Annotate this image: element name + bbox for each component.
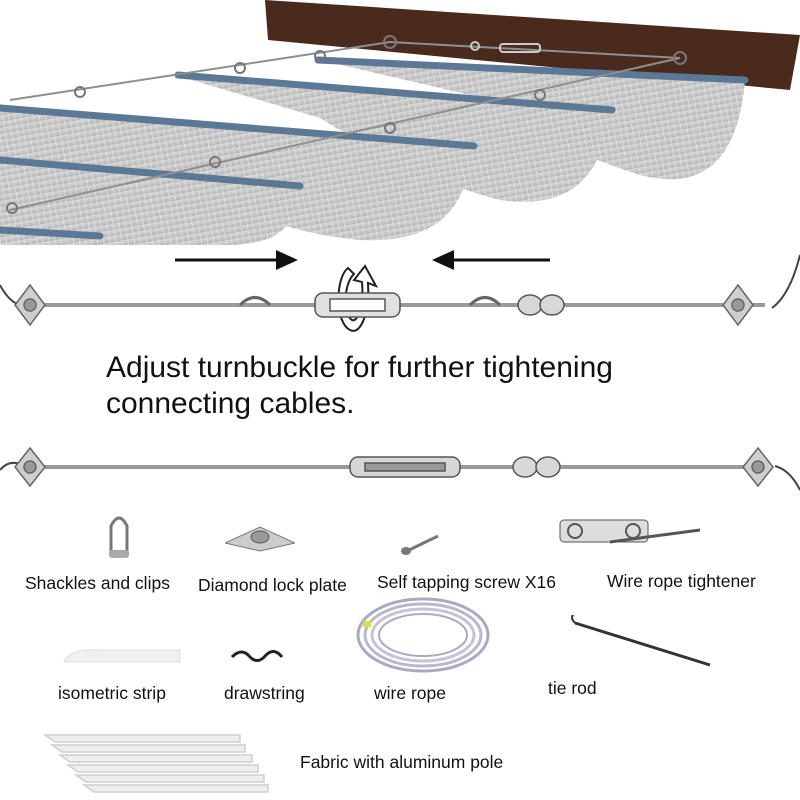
label-fabric: Fabric with aluminum pole	[300, 752, 504, 772]
tightener-icon	[559, 519, 701, 544]
cable-assembly-bottom	[0, 446, 800, 491]
instruction-line-1: Adjust turnbuckle for further tightening	[106, 351, 613, 384]
support-cables	[9, 41, 681, 211]
wire-clips-bottom	[512, 456, 561, 478]
turnbuckle	[314, 292, 401, 318]
aluminum-rails	[0, 56, 749, 240]
tighten-arrows	[175, 250, 550, 332]
canopy-illustration	[0, 0, 800, 245]
label-screw: Self tapping screw X16	[377, 572, 556, 592]
label-strip: isometric strip	[58, 683, 166, 703]
fabric-stack-icon	[42, 734, 269, 793]
beam-turnbuckle	[470, 41, 541, 53]
label-tightener: Wire rope tightener	[607, 571, 756, 591]
lock-plate-icon	[225, 526, 295, 552]
lock-plate-left	[14, 283, 46, 327]
hooks	[238, 296, 502, 307]
wire-rope-icon	[356, 597, 490, 673]
shackle-icon	[109, 516, 129, 558]
wire-clips	[517, 294, 565, 316]
screw-icon	[401, 534, 439, 555]
lock-plates	[14, 446, 774, 488]
drawstring-icon	[230, 650, 284, 662]
tie-rod-icon	[571, 615, 711, 667]
label-plate: Diamond lock plate	[198, 575, 347, 595]
label-drawstring: drawstring	[224, 683, 305, 703]
lock-plate-right	[722, 283, 754, 327]
label-tie-rod: tie rod	[548, 678, 597, 698]
cable-assembly-top	[0, 254, 800, 327]
strip-icon	[63, 649, 181, 663]
cable-clips	[6, 35, 687, 214]
instruction-line-2: connecting cables.	[106, 387, 355, 420]
turnbuckle-tightened	[349, 456, 461, 478]
label-wire-rope: wire rope	[374, 683, 446, 703]
label-shackles: Shackles and clips	[25, 573, 170, 593]
instruction-text: Adjust turnbuckle for further tightening…	[106, 350, 746, 422]
